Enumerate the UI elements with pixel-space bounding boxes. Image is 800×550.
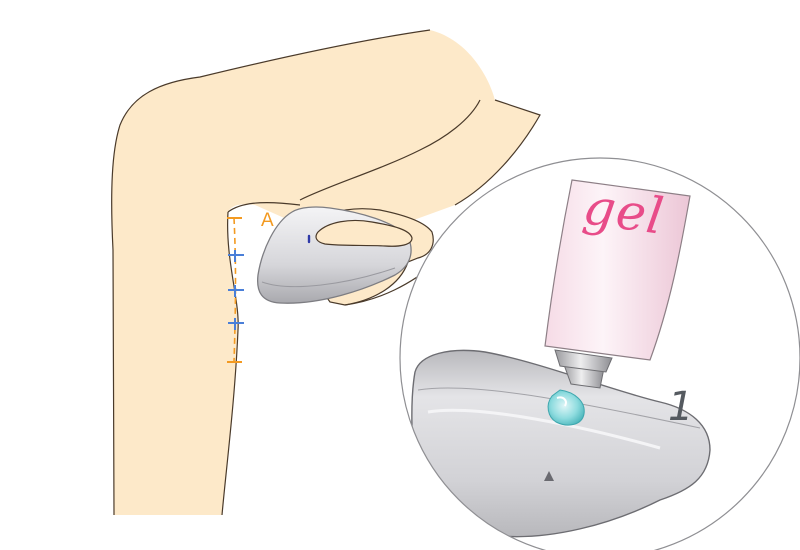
armpit-crease (227, 201, 301, 213)
marker-label-a: A (261, 210, 274, 231)
zoom-circle-content: gel (411, 177, 711, 538)
handheld-device-edge (261, 267, 396, 288)
step-number: 1 (668, 384, 693, 430)
tube-neck (554, 349, 613, 373)
gel-tube (544, 179, 691, 361)
thumb (315, 219, 413, 247)
tube-gel-label: gel (580, 177, 668, 246)
device-closeup-highlight (427, 408, 661, 450)
blue-ticks (228, 250, 244, 330)
zoom-circle-outline (399, 157, 800, 550)
device-closeup-edge (417, 387, 701, 429)
torso-outline (111, 29, 431, 516)
torso-skin (111, 30, 541, 515)
gel-blob (547, 389, 585, 426)
orange-end-ticks (227, 217, 242, 363)
chest-side-outline (221, 211, 239, 516)
gel-blob-reflection (556, 396, 567, 407)
triangle-up-icon (544, 471, 554, 481)
arm-outline (454, 99, 541, 206)
forearm-upper-outline (299, 99, 481, 201)
marker-line (233, 217, 237, 363)
